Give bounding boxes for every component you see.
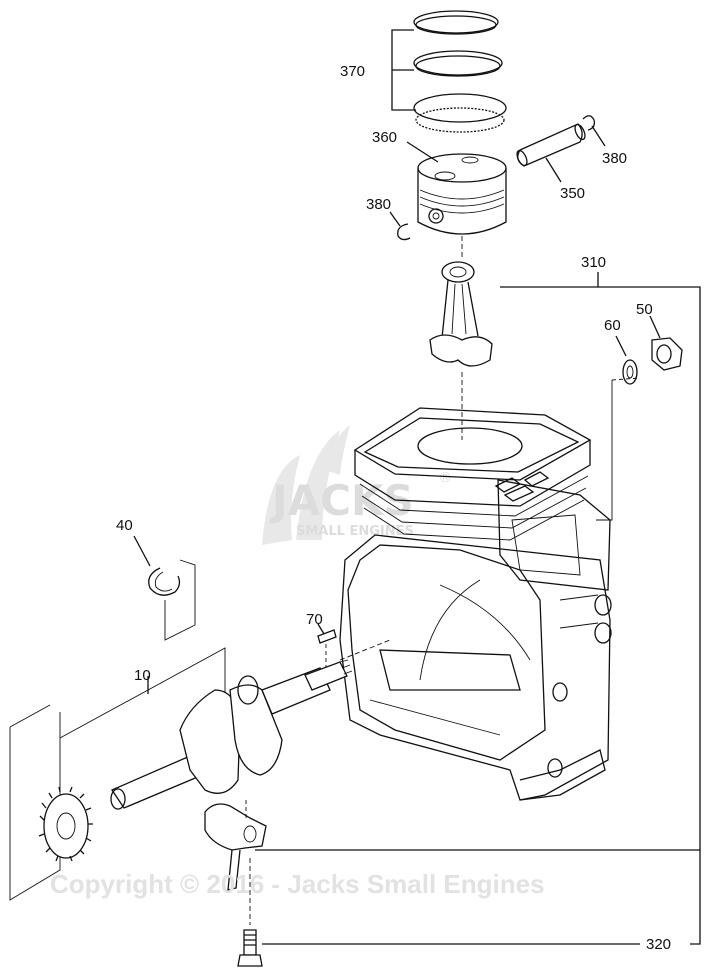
crankshaft-10 (9, 647, 353, 901)
watermark-logo: JACKS ® SMALL ENGINES (262, 425, 452, 545)
label-360: 360 (372, 129, 397, 146)
label-310: 310 (581, 254, 606, 271)
cylinder-block (339, 407, 612, 801)
piston-360 (406, 141, 507, 258)
rod-cap (204, 800, 267, 891)
watermark-logo-text: JACKS (269, 476, 414, 525)
copyright-watermark: Copyright © 2016 - Jacks Small Engines (50, 869, 545, 899)
bolt-320 (237, 850, 701, 967)
watermark-registered: ® (438, 470, 452, 486)
piston-pin-350 (516, 123, 586, 183)
label-320: 320 (646, 936, 671, 953)
piston-rings-370 (391, 10, 507, 133)
part-number-labels: 370 360 380 350 380 310 60 50 40 70 10 3… (116, 63, 671, 953)
label-380-right: 380 (602, 150, 627, 167)
label-50: 50 (636, 301, 653, 318)
pin-70 (317, 623, 337, 670)
label-370: 370 (340, 63, 365, 80)
label-60: 60 (604, 317, 621, 334)
piston-pin-clip-380-left (389, 211, 411, 241)
piston-pin-clip-380-right (582, 115, 606, 147)
callout-310-bracket (255, 272, 701, 851)
circlip-40 (133, 535, 196, 641)
watermark-logo-subtext: SMALL ENGINES (296, 524, 414, 539)
label-350: 350 (560, 185, 585, 202)
washer-60 (611, 335, 641, 385)
label-10: 10 (134, 667, 151, 684)
nut-50 (649, 315, 683, 371)
label-40: 40 (116, 517, 133, 534)
connecting-rod (429, 261, 493, 440)
label-380-left: 380 (366, 196, 391, 213)
label-70: 70 (306, 611, 323, 628)
